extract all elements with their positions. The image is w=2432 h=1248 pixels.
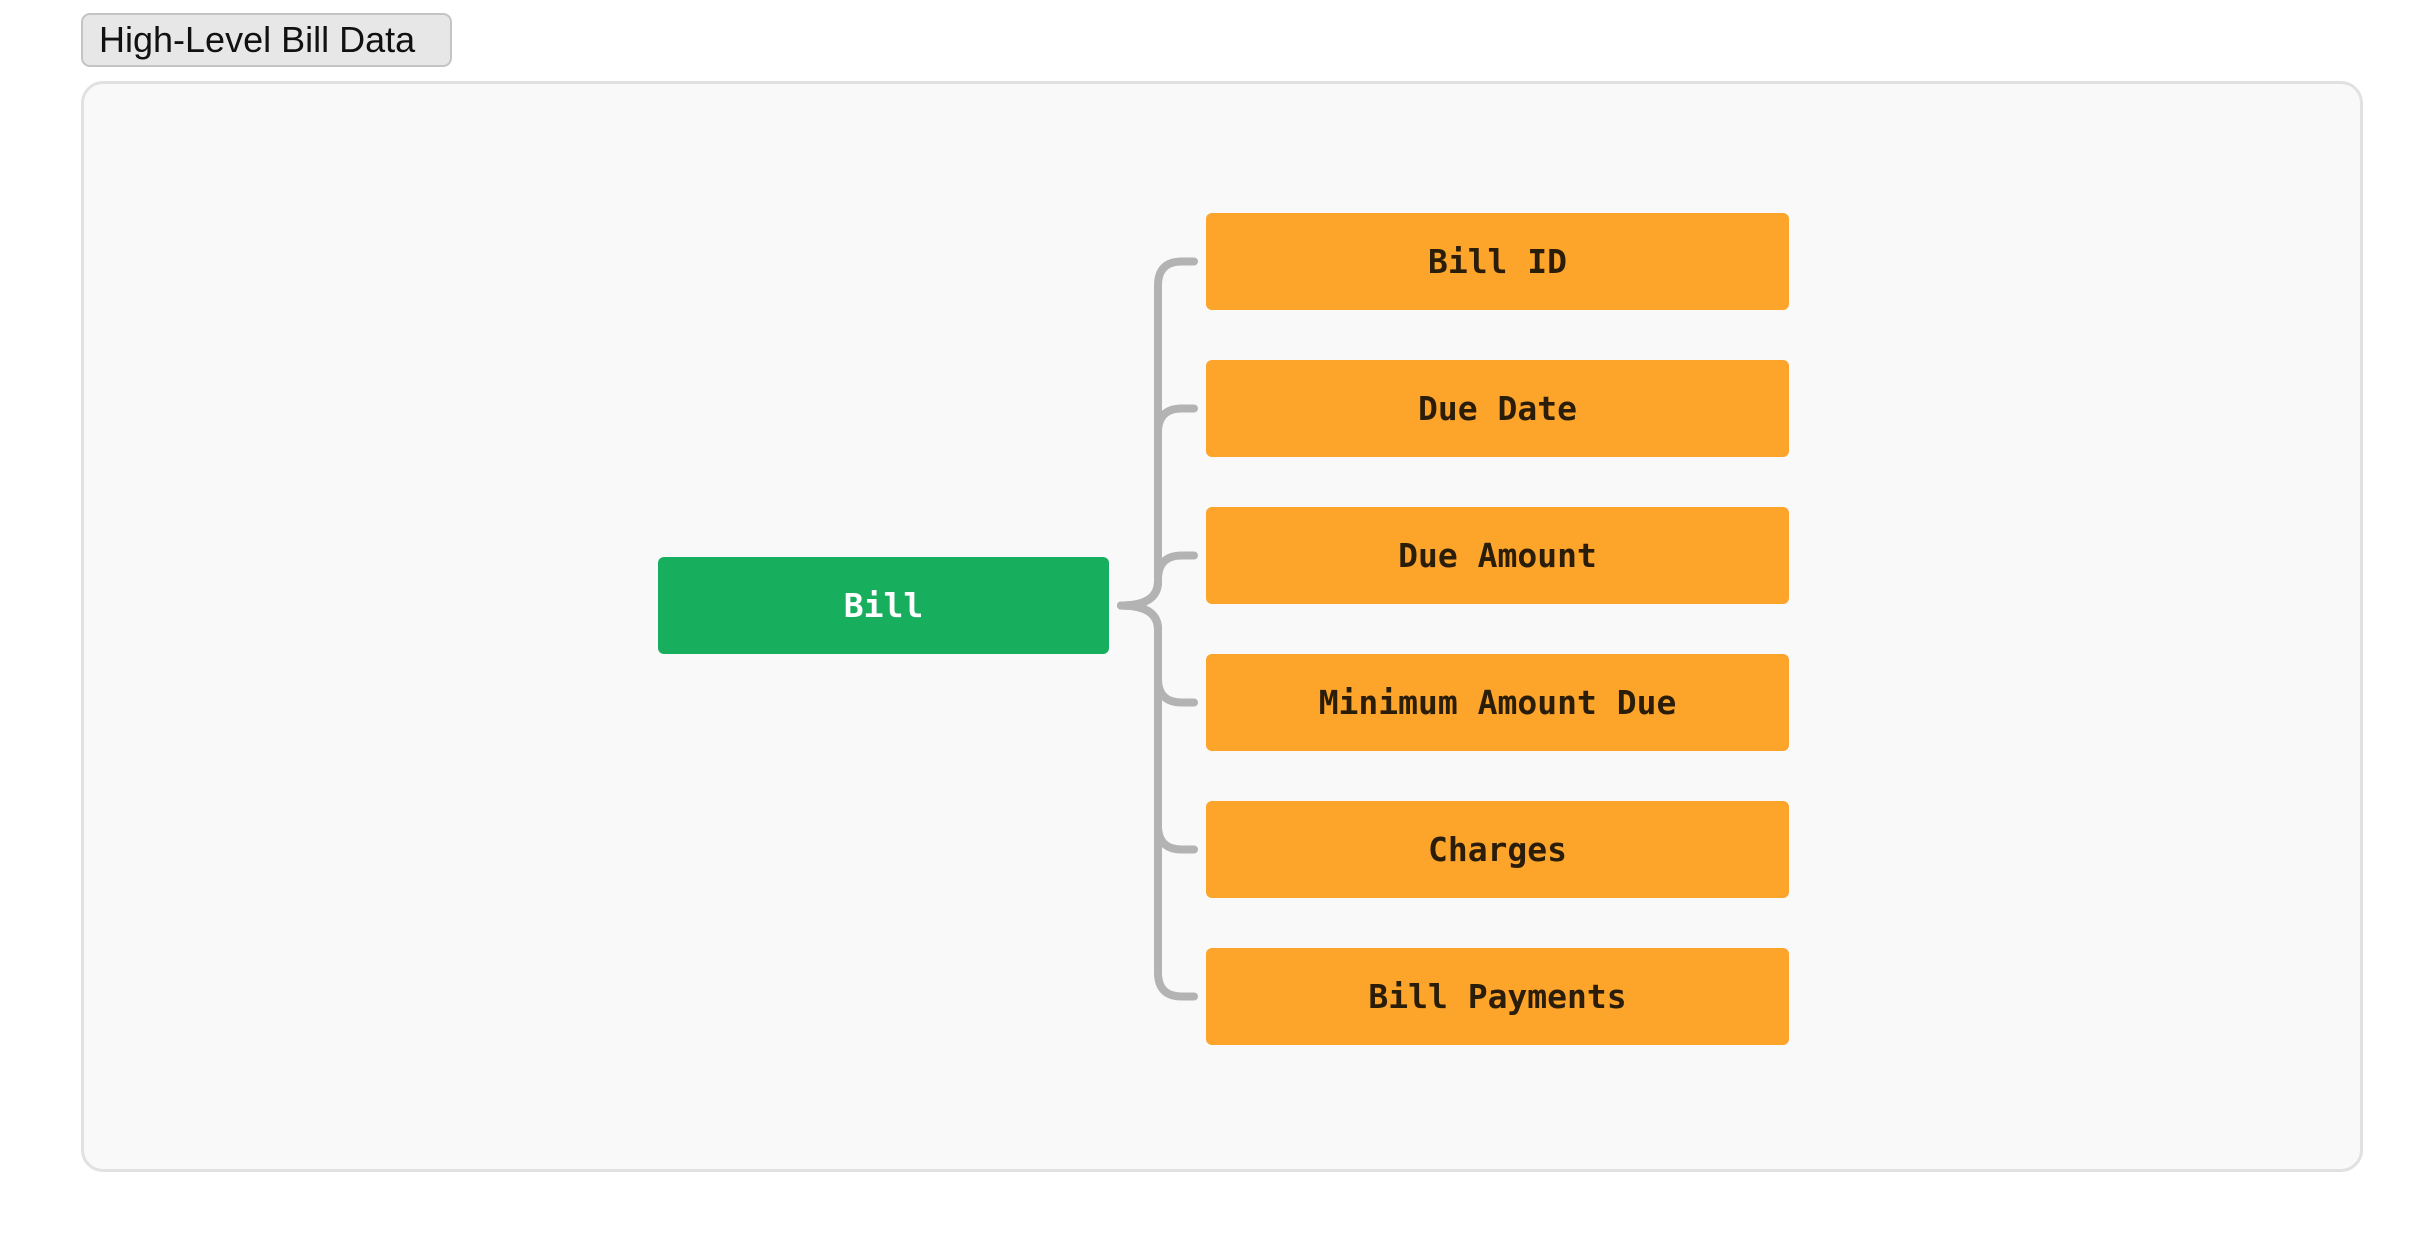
child-node-charges[interactable]: Charges — [1206, 801, 1789, 898]
child-node-bill-payments[interactable]: Bill Payments — [1206, 948, 1789, 1045]
child-node-due-amount[interactable]: Due Amount — [1206, 507, 1789, 604]
child-node-minimum-amount-due[interactable]: Minimum Amount Due — [1206, 654, 1789, 751]
diagram-title: High-Level Bill Data — [81, 13, 452, 67]
child-node-due-date[interactable]: Due Date — [1206, 360, 1789, 457]
child-node-bill-id[interactable]: Bill ID — [1206, 213, 1789, 310]
root-node-bill[interactable]: Bill — [658, 557, 1109, 654]
